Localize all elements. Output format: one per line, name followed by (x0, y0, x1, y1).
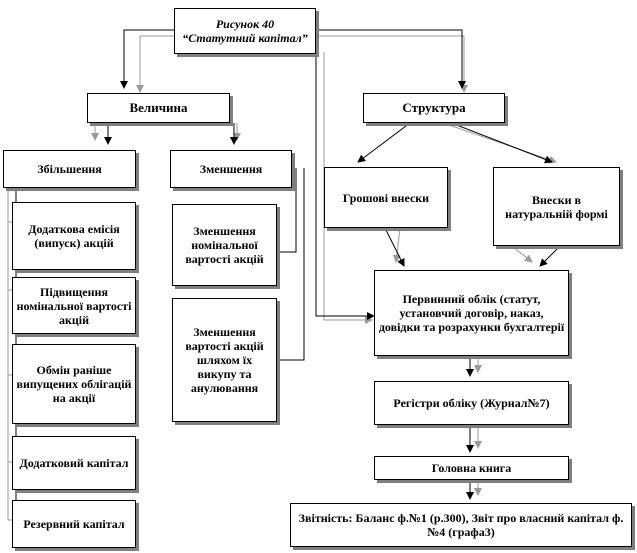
primary-accounting-node: Первинний облік (статут, установчий дого… (374, 270, 569, 356)
additional-issue-node: Додаткова емісія (випуск) акцій (12, 202, 136, 270)
buyback-node: Зменшення вартості акцій шляхом їх викуп… (172, 298, 277, 422)
nominal-value-raise-node: Підвищення номінальної вартості акцій (12, 277, 136, 334)
nominal-value-cut-node: Зменшення номінальної вартості акцій (172, 204, 277, 286)
cash-contributions-node: Грошові внески (324, 167, 448, 228)
reporting-node: Звітність: Баланс ф.№1 (р.300), Звіт про… (290, 503, 632, 547)
additional-capital-node: Додатковий капітал (12, 436, 136, 490)
structure-node: Структура (363, 93, 505, 123)
bond-exchange-node: Обмін раніше випущених облігацій на акці… (12, 344, 136, 424)
reserve-capital-node: Резервний капітал (12, 500, 136, 548)
in-kind-contributions-node: Внески в натуральній формі (493, 167, 620, 246)
increase-node: Збільшення (3, 150, 136, 188)
diagram-title-box: Рисунок 40 “Статутний капітал” (174, 8, 316, 54)
registers-node: Регістри обліку (Журнал№7) (374, 381, 569, 425)
decrease-node: Зменшення (170, 150, 292, 188)
size-node: Величина (87, 93, 230, 123)
general-ledger-node: Головна книга (374, 456, 569, 480)
